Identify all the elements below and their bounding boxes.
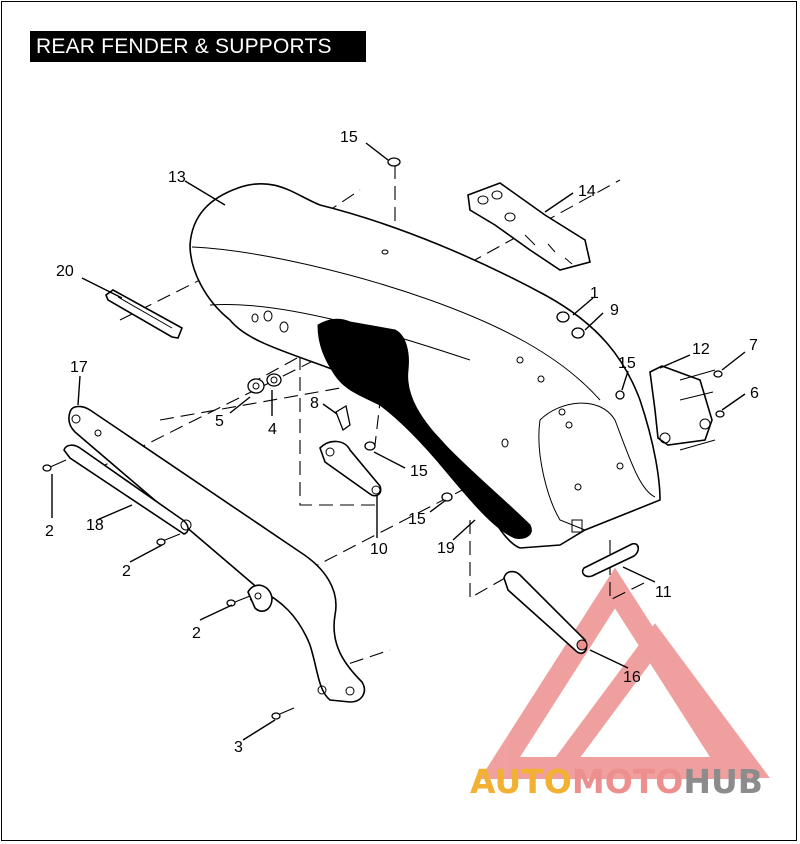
watermark-part-2: MOTO <box>572 762 683 801</box>
callout-label: 17 <box>70 359 88 376</box>
callout-label: 9 <box>610 302 619 319</box>
callout-label: 12 <box>692 341 710 358</box>
callout-label: 7 <box>749 337 758 354</box>
callout-label: 13 <box>168 169 186 186</box>
callout-label: 2 <box>45 523 54 540</box>
callout-label: 15 <box>618 355 636 372</box>
callout-label: 4 <box>268 421 277 438</box>
callout-label: 20 <box>56 263 74 280</box>
callout-label: 15 <box>340 129 358 146</box>
callout-labels: 1 2 2 2 3 4 5 6 7 8 9 10 11 12 13 14 15 … <box>45 129 759 756</box>
screws <box>42 459 295 720</box>
lower-links <box>503 542 640 655</box>
callout-label: 3 <box>234 739 243 756</box>
leader-lines <box>51 142 746 741</box>
callout-label: 11 <box>655 584 672 601</box>
fender-support-rails <box>63 405 366 703</box>
callout-label: 15 <box>408 511 426 528</box>
callout-label: 19 <box>437 540 455 557</box>
callout-label: 16 <box>623 669 641 686</box>
callout-label: 8 <box>310 395 319 412</box>
diagram-title: REAR FENDER & SUPPORTS <box>36 35 332 58</box>
title-bar <box>30 31 366 62</box>
callout-label: 2 <box>122 563 131 580</box>
watermark-logo-icon <box>479 567 770 779</box>
watermark-text: AUTOMOTOHUB <box>470 762 763 801</box>
callout-label: 15 <box>410 463 428 480</box>
callout-label: 5 <box>215 413 224 430</box>
watermark-part-1: AUTO <box>470 762 572 801</box>
small-hardware <box>247 157 725 502</box>
reflector-strip <box>105 289 184 339</box>
mounting-bracket <box>649 365 716 451</box>
watermark-part-3: HUB <box>683 762 763 801</box>
rear-fender <box>189 183 661 549</box>
callout-label: 6 <box>750 385 759 402</box>
fender-plate <box>467 182 591 271</box>
callout-label: 10 <box>370 541 388 558</box>
callout-label: 18 <box>86 517 104 534</box>
callout-label: 1 <box>590 285 599 302</box>
callout-label: 14 <box>578 183 596 200</box>
fender-pad <box>317 318 532 539</box>
callout-label: 2 <box>192 625 201 642</box>
